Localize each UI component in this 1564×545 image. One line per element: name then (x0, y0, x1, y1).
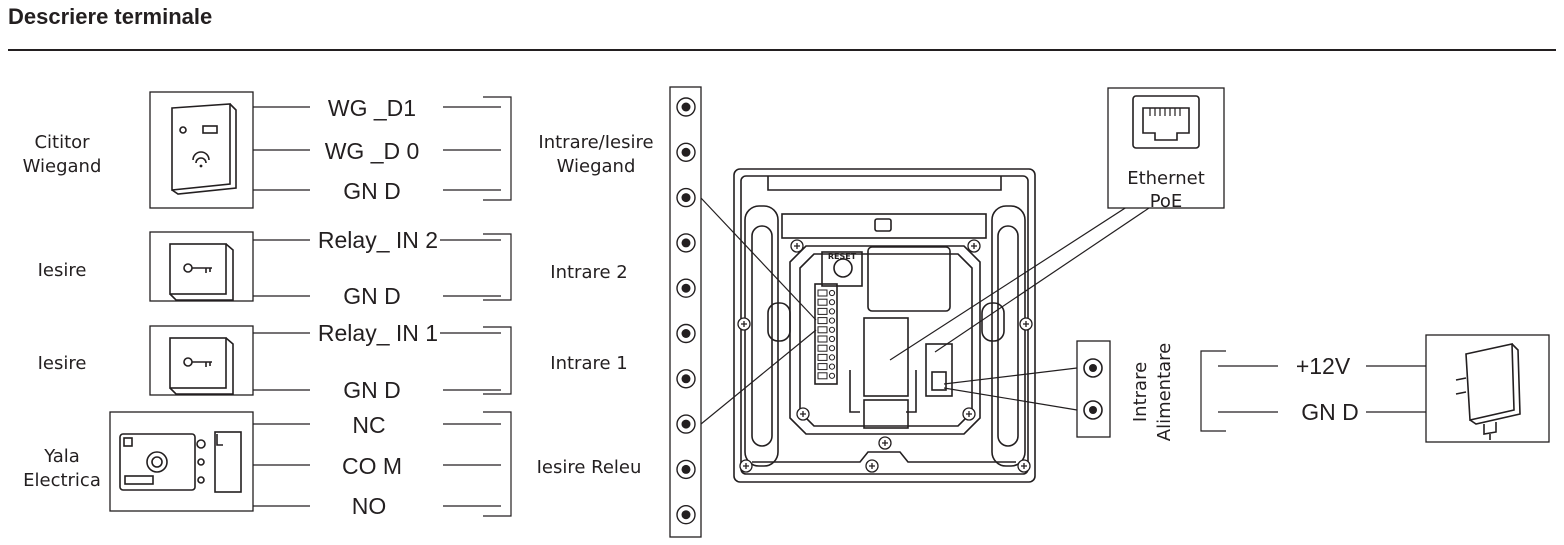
signal-nc: NC (352, 412, 385, 438)
power-adapter-icon (1425, 334, 1550, 443)
terminal-screw (676, 233, 696, 253)
title-divider (8, 49, 1556, 51)
terminal-screw (676, 369, 696, 389)
board-pin-hole (828, 326, 836, 333)
signal-wg-d0: WG _D 0 (325, 138, 420, 164)
terminal-screw (676, 505, 696, 525)
power-terminal-block (1076, 340, 1111, 438)
device-label-electric-lock-1: Yala (43, 446, 80, 467)
group-label-wiegand-io-1: Intrare/Iesire (538, 132, 653, 153)
group-label-relay-out: Iesire Releu (537, 457, 642, 478)
relay-output-wires (253, 411, 512, 517)
group-label-wiegand-io-2: Wiegand (557, 156, 636, 177)
device-label-electric-lock-2: Electrica (23, 470, 101, 491)
board-pin-hole (828, 354, 836, 361)
power-wires (1200, 350, 1426, 432)
signal-com: CO M (342, 453, 402, 479)
terminal-screw (676, 459, 696, 480)
board-pin (817, 326, 828, 334)
electric-lock-icon (109, 411, 254, 512)
board-screw (1019, 317, 1033, 331)
power-label-2: Alimentare (1154, 343, 1175, 442)
terminal-screw (676, 97, 696, 117)
terminal-screw (676, 278, 696, 298)
signal-no: NO (352, 493, 387, 519)
terminal-screw (676, 414, 696, 434)
device-back-panel: RESET (733, 168, 1036, 483)
device-label-wiegand-reader-1: Cititor (34, 132, 90, 153)
board-screw (796, 407, 810, 421)
terminal-screw (676, 142, 696, 163)
board-pin-hole (828, 308, 836, 315)
group-label-input2: Intrare 2 (550, 262, 627, 283)
terminal-screw (676, 323, 696, 344)
page-title: Descriere terminale (8, 4, 213, 29)
board-pin (817, 307, 828, 315)
board-screw (739, 459, 753, 473)
board-screw (967, 239, 981, 253)
board-pin (817, 372, 828, 380)
board-pin (817, 289, 828, 297)
board-pin-hole (828, 345, 836, 352)
wiegand-wires (253, 96, 512, 201)
board-pin-hole (828, 317, 836, 324)
board-screw (737, 317, 751, 331)
wiegand-reader-icon (149, 91, 254, 209)
ethernet-port-icon (1107, 87, 1225, 209)
terminal-leader-lines (700, 197, 817, 425)
board-pin-hole (828, 335, 836, 343)
ethernet-label-2: PoE (1150, 191, 1183, 212)
reset-label: RESET (828, 252, 857, 261)
board-pin-hole (828, 363, 836, 370)
input1-wires (253, 326, 512, 395)
board-screw (790, 239, 804, 253)
board-screw (1017, 459, 1031, 473)
group-label-input1: Intrare 1 (550, 353, 627, 374)
board-pin-hole (828, 289, 836, 297)
board-pin (817, 353, 828, 361)
device-label-wiegand-reader-2: Wiegand (23, 156, 102, 177)
board-pin (817, 335, 828, 343)
board-pin (817, 344, 828, 352)
board-pin-hole (828, 372, 836, 379)
signal-relay-in2: Relay_ IN 2 (318, 227, 438, 253)
signal-gnd-wiegand: GN D (343, 178, 401, 204)
ethernet-label-1: Ethernet (1127, 168, 1205, 189)
device-label-exit-button-1: Iesire (38, 353, 87, 374)
signal-gnd-in2: GN D (343, 283, 401, 309)
signal-wg-d1: WG _D1 (328, 95, 416, 121)
board-screw (878, 436, 892, 450)
ethernet-leader-lines (889, 191, 1153, 361)
board-pin-hole (828, 299, 836, 306)
board-pin (817, 317, 828, 325)
power-label-1: Intrare (1130, 362, 1151, 422)
board-screw (865, 459, 879, 473)
exit-button-2-icon (149, 231, 254, 302)
terminal-strip (669, 86, 702, 538)
signal-relay-in1: Relay_ IN 1 (318, 320, 438, 346)
board-pin (817, 363, 828, 371)
board-screw (962, 407, 976, 421)
signal-plus-12v: +12V (1296, 353, 1351, 379)
exit-button-1-icon (149, 325, 254, 396)
power-leader-lines (943, 367, 1078, 411)
board-pin (817, 298, 828, 306)
terminal-screw (676, 187, 696, 208)
device-label-exit-button-2: Iesire (38, 260, 87, 281)
signal-gnd-power: GN D (1301, 399, 1359, 425)
input2-wires (253, 233, 512, 301)
signal-gnd-in1: GN D (343, 377, 401, 403)
